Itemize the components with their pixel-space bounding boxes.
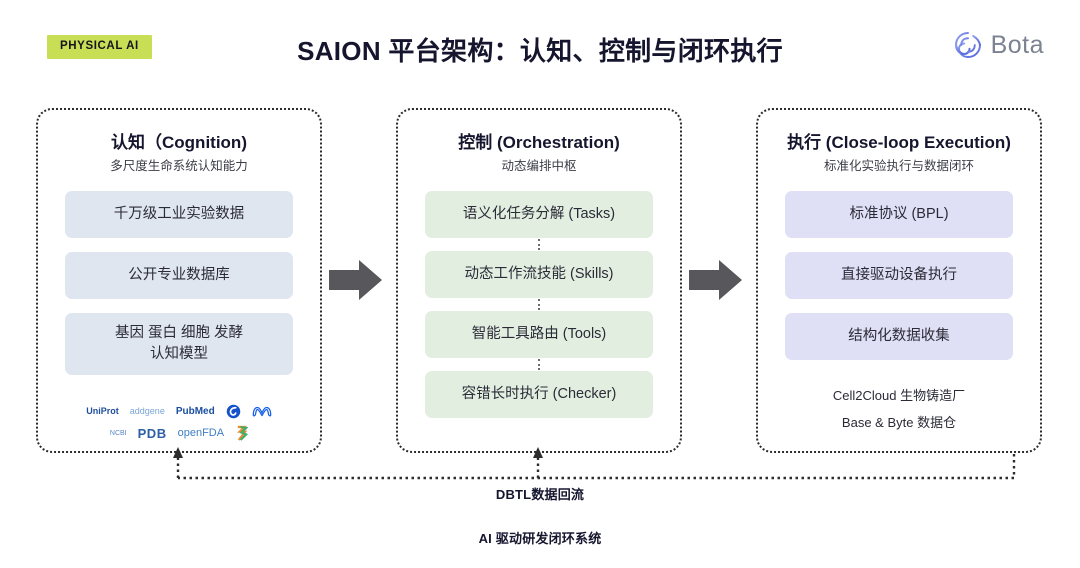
flow-arrow-cognition-to-orchestration [329,260,382,300]
physical-ai-badge: PHYSICAL AI [47,35,152,59]
loop-arrowhead-cognition [173,447,183,458]
swirl-icon [226,404,241,419]
card-cognition-1[interactable]: 千万级工业实验数据 [65,190,293,238]
card-cognition-2[interactable]: 公开专业数据库 [65,251,293,299]
connector-dotted-1 [425,238,653,251]
panel-cognition: 认知（Cognition) 多尺度生命系统认知能力 千万级工业实验数据 公开专业… [36,108,322,453]
panel-orchestration: 控制 (Orchestration) 动态编排中枢 语义化任务分解 (Tasks… [396,108,682,453]
page-title: SAION 平台架构：认知、控制与闭环执行 [297,36,783,66]
loop-arrowhead-orchestration [533,447,543,458]
spiral-swirl-icon [954,32,981,58]
meta-icon [252,405,272,418]
panel-cognition-title: 认知（Cognition) [111,133,247,152]
openfda-logo: openFDA [177,427,225,440]
pdb-logo: PDB [137,426,167,442]
card-execution-2[interactable]: 直接驱动设备执行 [785,251,1013,299]
panel-cognition-head: 认知（Cognition) 多尺度生命系统认知能力 [38,110,320,175]
brand-logo: Bota [953,30,1044,60]
flow-arrow-orchestration-to-execution [689,260,742,300]
panel-execution-subtitle: 标准化实验执行与数据闭环 [823,159,974,174]
card-orchestration-1[interactable]: 语义化任务分解 (Tasks) [425,190,653,238]
feedback-loop-path [173,447,1016,480]
card-orchestration-4[interactable]: 容错长时执行 (Checker) [425,370,653,418]
connector-dotted-3 [425,358,653,371]
cognition-card-stack: 千万级工业实验数据 公开专业数据库 基因 蛋白 细胞 发酵 认知模型 [38,175,320,375]
panel-cognition-subtitle: 多尺度生命系统认知能力 [110,159,248,174]
card-orchestration-2[interactable]: 动态工作流技能 (Skills) [425,250,653,298]
execution-notes: Cell2Cloud 生物铸造厂 Base & Byte 数据仓 [758,374,1040,431]
card-execution-3[interactable]: 结构化数据收集 [785,312,1013,360]
panel-execution-head: 执行 (Close-loop Execution) 标准化实验执行与数据闭环 [758,110,1040,175]
execution-note-2: Base & Byte 数据仓 [841,415,957,431]
pubmed-logo: PubMed [175,405,215,417]
orchestration-card-stack: 语义化任务分解 (Tasks) 动态工作流技能 (Skills) 智能工具路由 … [398,175,680,418]
panel-execution: 执行 (Close-loop Execution) 标准化实验执行与数据闭环 标… [756,108,1042,453]
uniprot-logo: UniProt [86,406,119,417]
execution-note-1: Cell2Cloud 生物铸造厂 [832,387,966,403]
panel-orchestration-subtitle: 动态编排中枢 [501,159,577,174]
panel-orchestration-title: 控制 (Orchestration) [458,133,620,152]
addgene-logo: addgene [129,406,165,417]
page-header: PHYSICAL AI SAION 平台架构：认知、控制与闭环执行 Bota [0,0,1080,96]
card-execution-1[interactable]: 标准协议 (BPL) [785,190,1013,238]
panel-execution-title: 执行 (Close-loop Execution) [787,133,1011,152]
execution-card-stack: 标准协议 (BPL) 直接驱动设备执行 结构化数据收集 [758,175,1040,360]
partner-logo-row-2: NCBI PDB openFDA [60,423,298,445]
connector-dotted-2 [425,298,653,311]
ribbon-icon [235,425,249,442]
partner-logo-wall: UniProt addgene PubMed NCBI PDB openFDA [38,389,320,445]
card-orchestration-3[interactable]: 智能工具路由 (Tools) [425,310,653,358]
panel-orchestration-head: 控制 (Orchestration) 动态编排中枢 [398,110,680,175]
brand-name: Bota [990,30,1044,59]
ncbi-logo: NCBI [109,430,127,438]
feedback-loop-label: DBTL数据回流 [495,487,585,502]
card-cognition-3[interactable]: 基因 蛋白 细胞 发酵 认知模型 [65,312,293,375]
feedback-loop-caption: AI 驱动研发闭环系统 [478,531,602,546]
partner-logo-row-1: UniProt addgene PubMed [60,401,298,423]
